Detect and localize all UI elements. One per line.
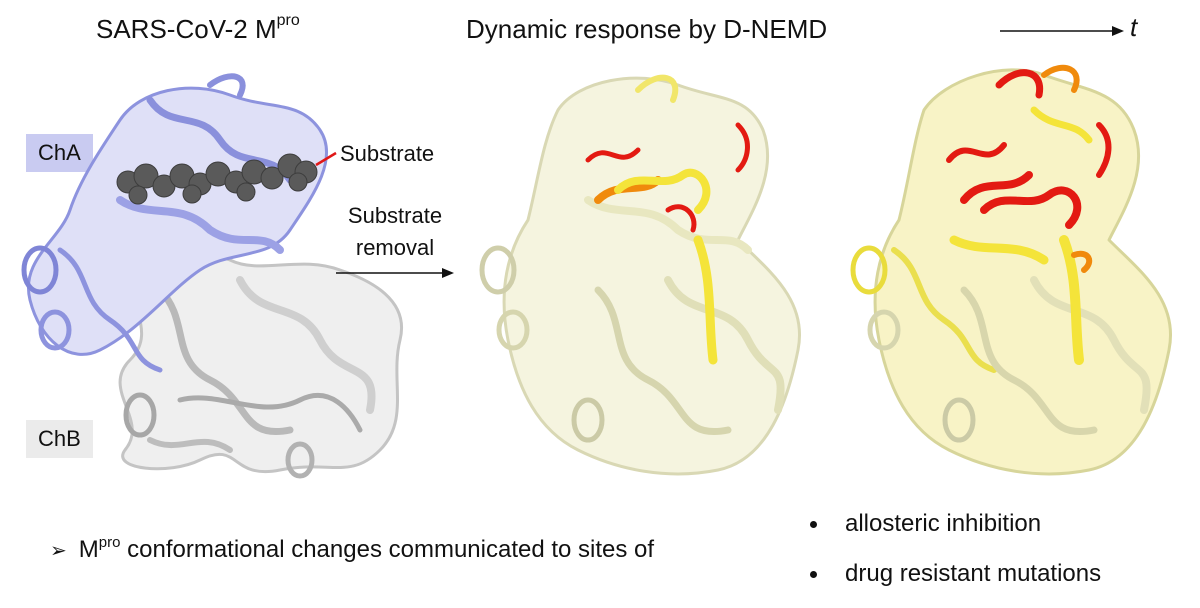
left-protein-structure: [21, 73, 404, 479]
statement-rest: conformational changes communicated to s…: [120, 536, 655, 563]
time-arrow-icon: [1000, 26, 1124, 36]
substrate-pointer-line: [315, 151, 337, 167]
transition-label: Substrate removal: [340, 200, 450, 264]
chain-a-ribbon: [21, 73, 329, 373]
substrate-spheres: [116, 153, 318, 205]
dnemd-title: Dynamic response by D-NEMD: [466, 14, 828, 44]
bullet-text-1: allosteric inhibition: [845, 510, 1042, 537]
conclusion-statement: ➢ Mpro conformational changes communicate…: [50, 534, 655, 564]
transition-arrow-icon: [336, 268, 454, 278]
substrate-label: Substrate: [340, 141, 435, 166]
left-title-main: SARS-CoV-2 M: [96, 14, 277, 44]
round-bullet-icon: [810, 571, 817, 579]
chain-b-ribbon: [118, 251, 404, 479]
bullet-item-1: allosteric inhibition: [810, 510, 1041, 538]
late-response-structure: [850, 64, 1172, 476]
arrowhead-bullet-icon: ➢: [50, 540, 67, 562]
transition-label-line-2: removal: [355, 235, 435, 260]
statement-superscript: pro: [98, 534, 121, 551]
chain-a-tag: ChA: [26, 134, 93, 172]
chain-a-label: ChA: [38, 140, 81, 165]
late-response-ribbon: [850, 64, 1172, 476]
early-response-ribbon: [479, 74, 801, 476]
time-symbol: t: [1130, 12, 1138, 42]
chain-b-label: ChB: [38, 426, 81, 451]
bullet-text-2: drug resistant mutations: [845, 560, 1102, 587]
left-structure-title: SARS-CoV-2 Mpro: [96, 12, 300, 45]
early-response-structure: [479, 74, 801, 476]
round-bullet-icon: [810, 521, 817, 529]
transition-label-line-1: Substrate: [347, 203, 443, 228]
statement-main: M: [78, 536, 99, 563]
left-title-superscript: pro: [276, 12, 300, 29]
chain-b-tag: ChB: [26, 420, 93, 458]
bullet-item-2: drug resistant mutations: [810, 560, 1101, 588]
